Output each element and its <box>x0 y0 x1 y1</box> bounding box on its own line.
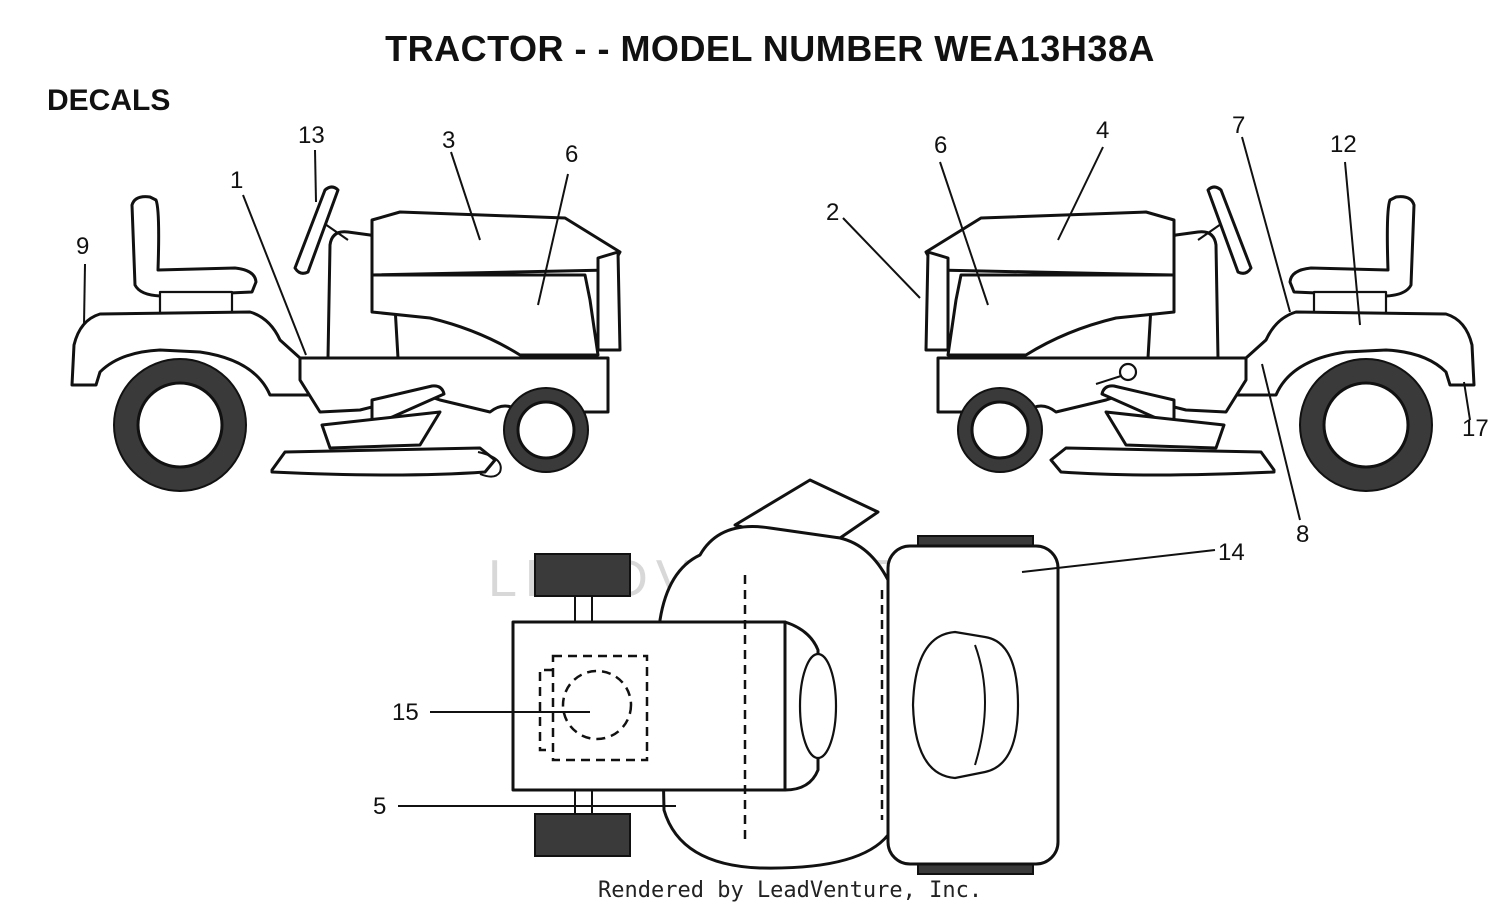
lift-lever <box>370 384 446 422</box>
rear-hub <box>136 381 224 469</box>
callout-6-right: 6 <box>934 132 947 159</box>
section-label: DECALS <box>47 84 171 117</box>
steering-wheel <box>293 185 340 275</box>
footer-credit: Rendered by LeadVenture, Inc. <box>598 878 983 903</box>
callout-7: 7 <box>1232 112 1245 139</box>
callout-13: 13 <box>298 122 325 149</box>
grille <box>596 250 622 352</box>
top-hood-badge <box>911 630 1020 780</box>
callout-labels: 1 2 3 4 5 6 6 7 8 9 12 13 14 15 17 <box>76 112 1489 820</box>
callout-1: 1 <box>230 167 243 194</box>
rear-fender <box>70 310 314 397</box>
front-hub <box>516 400 576 460</box>
callout-17: 17 <box>1462 415 1489 442</box>
callout-8: 8 <box>1296 521 1309 548</box>
deck-mount <box>320 410 442 450</box>
seat <box>130 195 258 298</box>
callout-9: 9 <box>76 233 89 260</box>
page-title: TRACTOR - - MODEL NUMBER WEA13H38A <box>385 28 1155 69</box>
hood-side <box>370 273 600 357</box>
hood <box>370 210 622 277</box>
top-seat-dashed <box>551 654 649 762</box>
callout-3: 3 <box>442 127 455 154</box>
top-seat-deck <box>511 620 787 792</box>
tractor-top-view <box>511 478 1060 875</box>
tractor-left-side-view <box>70 185 622 492</box>
top-rear-tire-lower <box>534 813 631 857</box>
leader-lines <box>83 136 1471 807</box>
callout-14: 14 <box>1218 539 1245 566</box>
callout-4: 4 <box>1096 117 1109 144</box>
seat-base <box>158 290 234 316</box>
callout-12: 12 <box>1330 131 1357 158</box>
top-rear-tire-upper <box>534 553 631 597</box>
callout-6-left: 6 <box>565 141 578 168</box>
callout-2: 2 <box>826 199 839 226</box>
tractor-right-side-view <box>924 185 1476 492</box>
callout-5: 5 <box>373 793 386 820</box>
mower-deck <box>270 446 497 477</box>
callout-15: 15 <box>392 699 419 726</box>
